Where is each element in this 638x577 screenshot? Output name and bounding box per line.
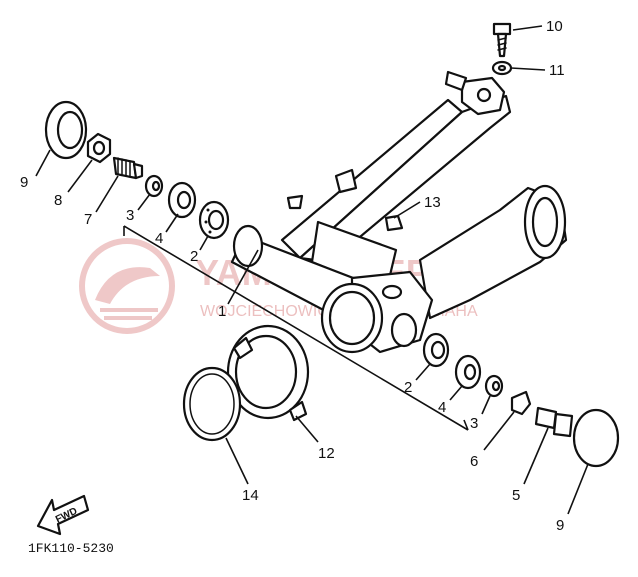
callout-4-right: 4: [438, 399, 446, 416]
arm-clip: [286, 194, 304, 210]
callout-3-left: 3: [126, 207, 134, 224]
top-pivot-hole: [476, 87, 492, 103]
collar-3-left: [144, 174, 164, 198]
callout-14: 14: [242, 487, 259, 504]
callout-1: 1: [218, 303, 226, 320]
right-pivot-bore: [390, 312, 418, 348]
oil-seal-4-left: [167, 181, 197, 219]
callout-13: 13: [424, 194, 441, 211]
callout-3-right: 3: [470, 415, 478, 432]
pivot-bolt-7: [112, 156, 144, 180]
grease-port: [381, 284, 403, 300]
nut-8: [86, 132, 112, 164]
bolt-10: [492, 22, 512, 58]
ring-14: [182, 366, 242, 442]
callout-12: 12: [318, 445, 335, 462]
callout-numbers: 10 11 9 8 7 3 4 2 1 13 2 4 3 6 5 9 12 14: [20, 18, 565, 534]
cap-9-right: [572, 408, 620, 468]
callout-11: 11: [549, 62, 565, 79]
right-pivot-inner: [328, 290, 376, 346]
arm-tab: [334, 168, 358, 194]
assembly-guide-line: [123, 225, 469, 431]
pivot-tube-left-end: [232, 224, 264, 268]
callout-7: 7: [84, 211, 92, 228]
callout-5: 5: [512, 487, 520, 504]
oil-seal-4-right: [454, 354, 482, 390]
bearing-2-right: [422, 332, 450, 368]
oil-seal-9-left: [44, 100, 88, 160]
leader-lines: [35, 25, 589, 515]
callout-10: 10: [546, 18, 563, 35]
callout-9-left: 9: [20, 174, 28, 191]
top-pivot-shaft: [444, 70, 468, 92]
callout-9-right: 9: [556, 517, 564, 534]
swingarm-upper-arm: [280, 98, 464, 260]
callout-2-right: 2: [404, 379, 412, 396]
callout-8: 8: [54, 192, 62, 209]
forward-direction-arrow-icon: FWD: [36, 494, 90, 536]
callout-6: 6: [470, 453, 478, 470]
watermark-logo-icon: [79, 238, 175, 334]
grease-nipple-13: [384, 214, 404, 232]
swingarm-assembly: [230, 70, 568, 354]
cover-12: [226, 324, 310, 422]
lock-washer-6: [510, 390, 532, 416]
washer-11: [491, 60, 513, 76]
pivot-bolt-5: [534, 406, 574, 438]
bearing-2-left: [198, 200, 230, 240]
collar-3-right: [484, 374, 504, 398]
housing-flange-inner: [531, 196, 559, 248]
callout-4-left: 4: [155, 230, 163, 247]
diagram-code: 1FK110-5230: [28, 541, 114, 556]
callout-2-left: 2: [190, 248, 198, 265]
